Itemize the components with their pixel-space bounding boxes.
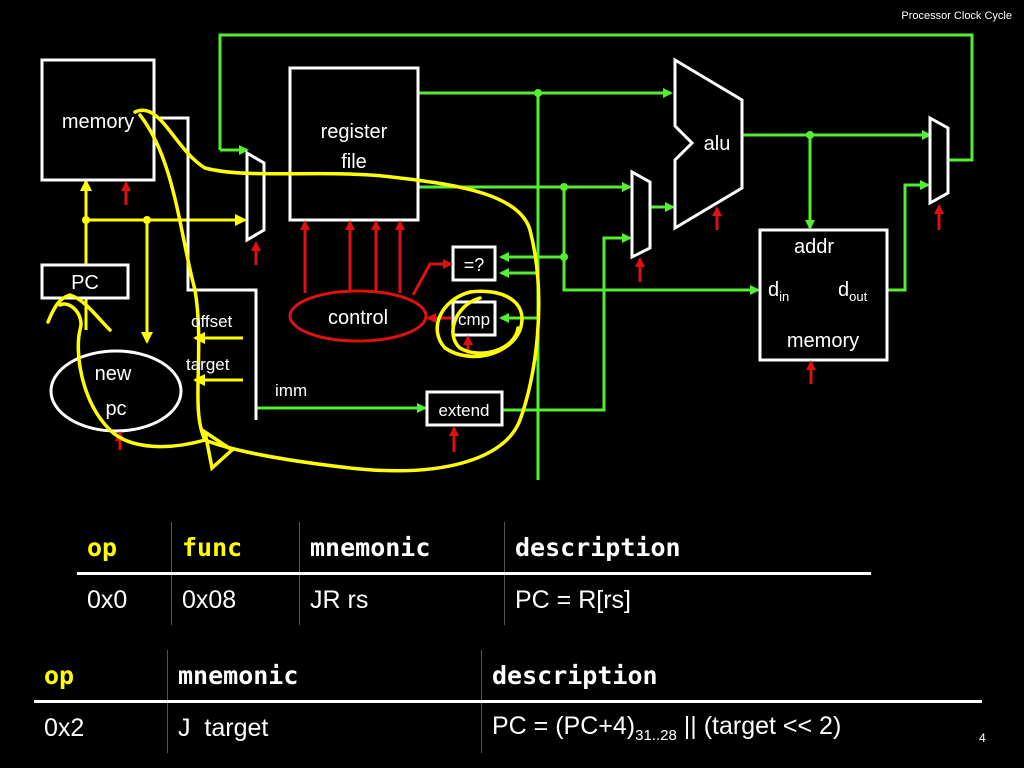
col-description: description — [504, 522, 871, 574]
writeback-loop-wire — [218, 33, 974, 162]
annotation-pc-hook — [46, 293, 112, 332]
table-row: 0x0 0x08 JR rs PC = R[rs] — [77, 573, 871, 625]
extend-to-mux-wire — [502, 233, 632, 412]
col-mnemonic: mnemonic — [167, 650, 482, 702]
new-pc-label-2: pc — [105, 398, 126, 420]
extend-label: extend — [438, 401, 489, 420]
jr-instruction-table: op func mnemonic description 0x0 0x08 JR… — [77, 522, 871, 625]
eq-box — [451, 245, 497, 282]
pc-box — [40, 263, 130, 300]
data-memory-box — [758, 228, 889, 362]
yellow-junctions — [82, 216, 151, 224]
col-description: description — [481, 650, 982, 702]
offset-label: offset — [191, 312, 233, 331]
pc-label: PC — [71, 272, 99, 294]
cell-mnemonic: JR rs — [299, 573, 505, 625]
slide-title: Processor Clock Cycle — [901, 10, 1012, 22]
annotation-arrowhead — [202, 428, 235, 472]
eq-label: =? — [464, 255, 485, 275]
col-mnemonic: mnemonic — [299, 522, 505, 574]
alu-label: alu — [704, 133, 731, 155]
annotation-cmp-circle — [435, 289, 524, 359]
datapath-wires — [218, 33, 974, 480]
left-mux — [245, 150, 266, 243]
cmp-label: cmp — [458, 310, 490, 329]
cell-func: 0x08 — [171, 573, 300, 625]
writeback-mux — [928, 115, 950, 206]
j-instruction-table: op mnemonic description 0x2 J target PC … — [34, 650, 982, 753]
datapath-diagram: memory register file alu PC new pc offse… — [40, 33, 974, 480]
dout-label: dout — [838, 279, 868, 304]
dout-to-mux-wire — [887, 180, 930, 292]
pc-wires — [80, 179, 247, 386]
table-header-row: op func mnemonic description — [77, 522, 871, 574]
cell-op: 0x2 — [44, 713, 85, 742]
cell-op: 0x0 — [87, 585, 128, 614]
alu-shape — [673, 57, 744, 231]
alu-input-mux — [630, 169, 652, 260]
annotation-cmp-circle-inner — [451, 296, 520, 355]
register-file-box — [288, 66, 420, 222]
target-label: target — [186, 355, 230, 374]
instruction-bus — [160, 116, 258, 420]
regfile-label-2: file — [341, 151, 367, 173]
extend-box — [425, 390, 504, 427]
hand-annotation — [46, 108, 541, 473]
col-op: op — [44, 660, 75, 690]
junctions — [534, 89, 814, 261]
new-pc-label-1: new — [95, 363, 132, 385]
slide-number: 4 — [979, 731, 986, 745]
table-row: 0x2 J target PC = (PC+4)31..28 || (targe… — [34, 701, 982, 753]
memory-left-label: memory — [62, 111, 134, 133]
desc-prefix: PC = (PC+4) — [492, 712, 636, 740]
din-label: din — [768, 279, 789, 304]
cell-mnemonic: J target — [167, 701, 482, 753]
desc-subscript: 31..28 — [635, 727, 677, 744]
desc-suffix: || (target << 2) — [676, 712, 842, 740]
col-op: op — [87, 532, 118, 562]
cell-description: PC = R[rs] — [504, 573, 871, 625]
components — [40, 57, 950, 433]
imm-label: imm — [275, 381, 307, 400]
cell-description: PC = (PC+4)31..28 || (target << 2) — [481, 701, 982, 753]
annotation-path-back — [58, 302, 207, 449]
regfile-label-1: register — [321, 121, 388, 143]
table-header-row: op mnemonic description — [34, 650, 982, 702]
col-func: func — [171, 522, 300, 574]
control-label: control — [328, 307, 388, 329]
control-signals — [115, 181, 944, 452]
annotation-path-main — [133, 108, 541, 473]
instruction-memory-box — [40, 58, 156, 182]
addr-label: addr — [794, 236, 834, 258]
eq-to-control — [411, 259, 453, 296]
to-din-wire — [562, 187, 760, 295]
memory-right-label: memory — [787, 330, 859, 352]
annotation-path-left — [138, 113, 207, 442]
